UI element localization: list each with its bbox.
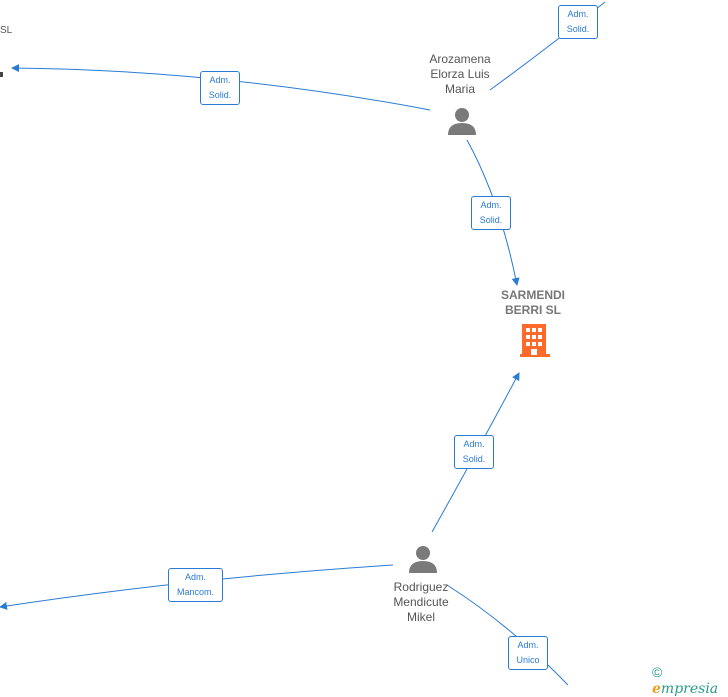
edge-badge-line: Adm. — [480, 200, 502, 210]
person-icon[interactable] — [409, 546, 437, 573]
company-label[interactable]: SARMENDI BERRI SL — [487, 288, 579, 318]
edge-badge-line: Adm. — [209, 75, 231, 85]
edge-badge-rodriguez-left[interactable]: Adm. Mancom. — [168, 568, 223, 602]
person-name-line: Elorza Luis — [430, 67, 490, 81]
edge-badge-line: Unico — [516, 655, 540, 665]
cut-off-node-marker — [0, 72, 3, 77]
edge-badge-line: Solid. — [462, 454, 486, 464]
person-name-line: Maria — [444, 82, 475, 96]
edge-badge-rodriguez-company[interactable]: Adm. Solid. — [454, 435, 494, 469]
edge-badge-arozamena-left[interactable]: Adm. Solid. — [200, 71, 240, 105]
copyright-symbol: © — [652, 664, 663, 680]
edge-badge-line: Solid. — [479, 215, 503, 225]
edge-badge-top-right[interactable]: Adm. Solid. — [558, 5, 598, 39]
building-icon[interactable] — [520, 324, 550, 357]
company-name-line: SARMENDI — [500, 288, 565, 302]
person-label-rodriguez[interactable]: Rodriguez Mendicute Mikel — [376, 580, 466, 625]
brand-name: empresia — [652, 681, 718, 697]
edge-badge-line: Mancom. — [176, 587, 214, 597]
edge-badge-line: Solid. — [208, 90, 232, 100]
brand-initial: e — [652, 681, 661, 697]
person-name-line: Mendicute — [393, 595, 449, 609]
edge-badge-line: Solid. — [566, 24, 590, 34]
person-name-line: Arozamena — [429, 52, 491, 66]
cut-off-node-label: SL — [0, 25, 13, 36]
edge-badge-line: Adm. — [517, 640, 539, 650]
person-label-arozamena[interactable]: Arozamena Elorza Luis Maria — [415, 52, 505, 97]
edge-badge-line: Adm. — [567, 9, 589, 19]
edge-line-rodriguez-bottom-right — [446, 584, 569, 685]
person-name-line: Rodriguez — [393, 580, 449, 594]
edge-badge-arozamena-company[interactable]: Adm. Solid. — [471, 196, 511, 230]
brand-rest: mpresia — [660, 681, 719, 697]
person-icon[interactable] — [448, 108, 476, 135]
company-name-line: BERRI SL — [504, 303, 561, 317]
person-name-line: Mikel — [406, 610, 435, 624]
edge-badge-rodriguez-bottom-right[interactable]: Adm. Unico — [508, 636, 548, 670]
edge-badge-line: Adm. — [184, 572, 206, 582]
edge-badge-line: Adm. — [463, 439, 485, 449]
brand-logo: © empresia — [652, 664, 728, 697]
